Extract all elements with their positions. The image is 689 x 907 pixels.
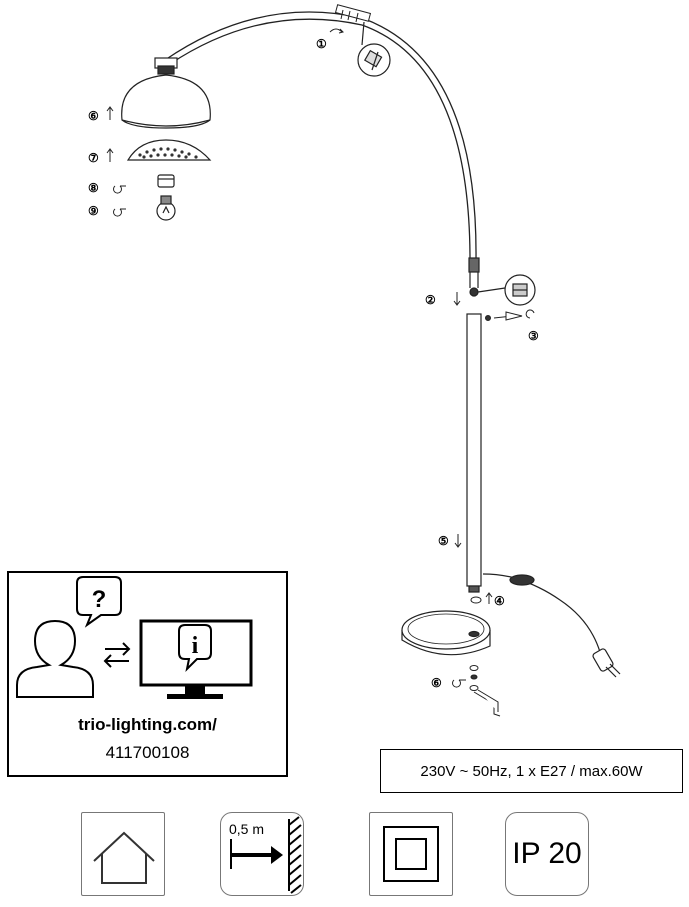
spec-text: 230V ~ 50Hz, 1 x E27 / max.60W (420, 762, 643, 780)
power-cable (482, 573, 601, 653)
distance-symbol: 0,5 m (220, 812, 304, 896)
question-mark: ? (92, 586, 107, 613)
article-number: 411700108 (105, 743, 190, 762)
step-4-marker: ④ (470, 592, 505, 608)
step-4-number: ④ (494, 594, 505, 608)
base-fixing-parts (469, 665, 501, 717)
power-plug (592, 648, 621, 678)
step-9-marker: ⑨ (88, 204, 126, 218)
step-8-number: ⑧ (88, 181, 99, 195)
detail-circle-joint (477, 274, 536, 306)
indoor-use-symbol (81, 812, 165, 896)
ip-rating-symbol: IP 20 (505, 812, 589, 896)
lamp-head (121, 57, 211, 129)
monitor-icon: i (139, 619, 253, 699)
info-panel: ? i trio-lighting.com/ 411700108 (7, 571, 288, 777)
base-plate (401, 610, 491, 656)
step-6-marker-bottom: ⑥ (431, 676, 466, 690)
info-letter: i (192, 633, 199, 659)
step-9-number: ⑨ (88, 204, 99, 218)
website-url: trio-lighting.com/ (78, 715, 217, 734)
step-6-marker-top: ⑥ (88, 106, 114, 123)
lamp-pole (466, 313, 482, 593)
support-illustration: ? i (16, 576, 253, 699)
step-3-number: ③ (528, 329, 539, 343)
step-1-marker: ① (316, 28, 344, 51)
speech-bubble-icon: ? (76, 576, 122, 628)
distance-label: 0,5 m (229, 821, 265, 837)
pole-joint (468, 257, 480, 297)
double-square-icon (383, 826, 439, 882)
step-8-marker: ⑧ (88, 181, 126, 195)
step-5-marker: ⑤ (438, 534, 462, 548)
ip-rating-label: IP 20 (512, 837, 582, 870)
electrical-spec: 230V ~ 50Hz, 1 x E27 / max.60W (380, 749, 683, 793)
protection-class-2-symbol (369, 812, 453, 896)
person-icon (16, 619, 94, 698)
step-6-number-top: ⑥ (88, 109, 99, 123)
step-3-marker: ③ (525, 309, 539, 343)
step-2-marker: ② (425, 292, 461, 307)
distance-arrow-icon (230, 816, 302, 894)
step-6-number-bottom: ⑥ (431, 676, 442, 690)
step-1-number: ① (316, 37, 327, 51)
step-7-marker: ⑦ (88, 148, 114, 165)
step-7-number: ⑦ (88, 151, 99, 165)
socket-ring (157, 174, 175, 188)
light-bulb (156, 195, 176, 221)
detail-circle-top (357, 21, 391, 77)
exchange-arrows-icon (103, 642, 131, 668)
house-icon (93, 831, 155, 884)
arc-connector (334, 4, 372, 23)
diffuser-disc (126, 139, 212, 161)
step-5-number: ⑤ (438, 534, 449, 548)
step-2-number: ② (425, 293, 436, 307)
hex-key-screw (485, 311, 523, 321)
